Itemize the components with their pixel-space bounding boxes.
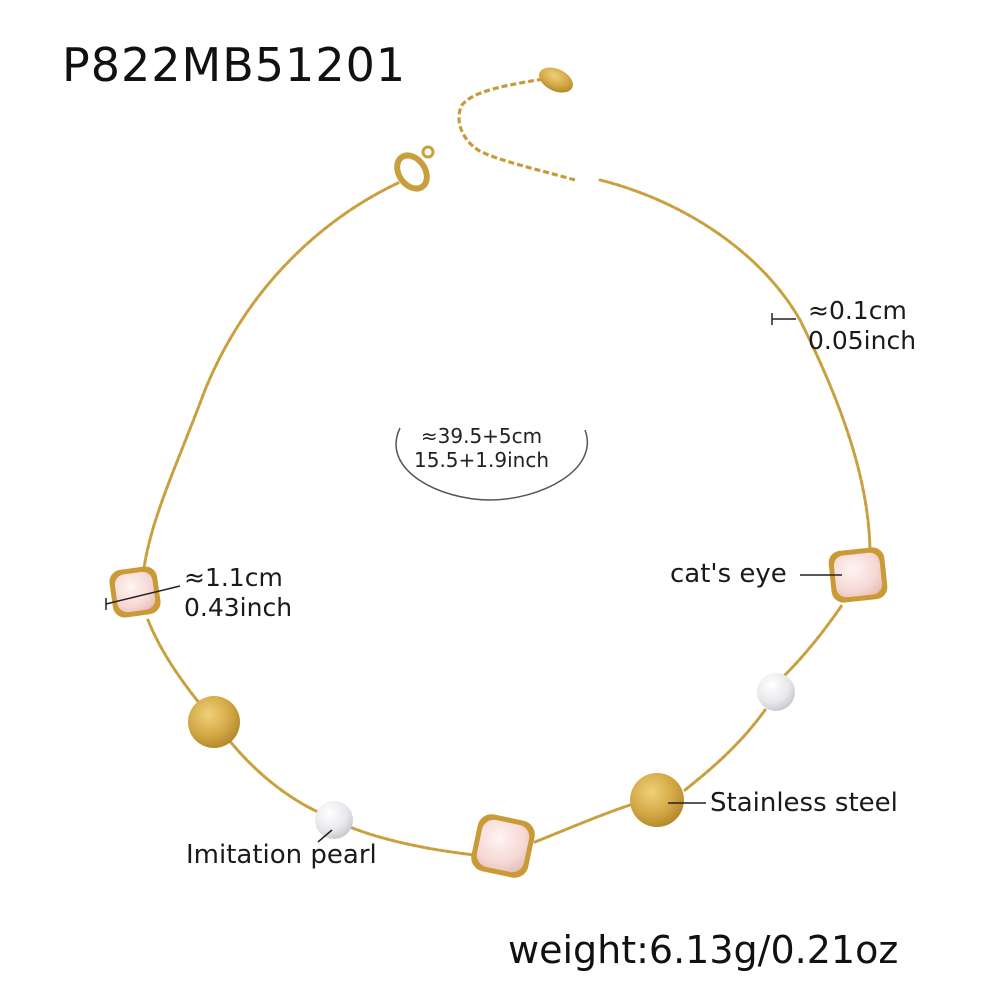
cats-eye-stone-left: [109, 566, 161, 618]
chain-width-marker: [771, 313, 796, 325]
total-length-label: ≈39.5+5cm 15.5+1.9inch: [414, 424, 549, 472]
cats-eye-stone-right: [828, 547, 888, 603]
chain: [141, 178, 872, 857]
chain-width-cm: ≈0.1cm: [808, 296, 907, 325]
imitation-pearl-label: Imitation pearl: [186, 840, 377, 870]
total-length-inch: 15.5+1.9inch: [414, 448, 549, 472]
stone-size-marker: [105, 585, 181, 610]
steel-disc-right: [630, 773, 684, 827]
brand-tag-icon: [539, 67, 573, 93]
stone-size-inch: 0.43inch: [184, 593, 293, 622]
steel-disc-left: [188, 696, 240, 748]
stainless-steel-label: Stainless steel: [710, 788, 898, 818]
cats-eye-stone-center: [471, 814, 535, 878]
cats-eye-label: cat's eye: [670, 559, 787, 589]
chain-width-inch: 0.05inch: [808, 326, 917, 355]
imitation-pearl-callout-line: [317, 829, 333, 843]
stone-size-label: ≈1.1cm 0.43inch: [184, 563, 292, 623]
chain-width-label: ≈0.1cm 0.05inch: [808, 296, 916, 356]
stone-size-cm: ≈1.1cm: [184, 563, 283, 592]
weight-label: weight:6.13g/0.21oz: [508, 928, 899, 972]
length-arc: [395, 427, 588, 501]
product-code: P822MB51201: [62, 38, 407, 92]
imitation-pearl-left: [315, 801, 353, 839]
imitation-pearl-right: [757, 673, 795, 711]
total-length-cm: ≈39.5+5cm: [420, 424, 543, 448]
lobster-clasp-icon: [394, 145, 435, 192]
extension-chain: [457, 76, 576, 182]
